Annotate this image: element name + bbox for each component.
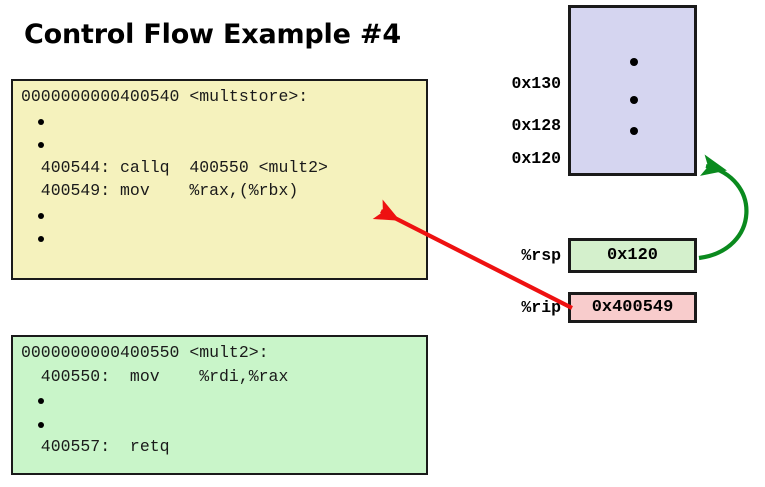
code-line-ellipsis-dot	[13, 412, 426, 436]
stack-address-label-0x130: 0x130	[511, 74, 561, 93]
stack-address-label-0x128: 0x128	[511, 116, 561, 135]
code-line: 400557: retq	[21, 437, 170, 456]
code-line-ellipsis-dot	[13, 203, 426, 227]
stack-ellipsis-dot	[630, 127, 638, 135]
code-line: 400549: mov %rax,(%rbx)	[21, 181, 299, 200]
code-line-ellipsis-dot	[13, 388, 426, 412]
code-line-ellipsis-dot	[13, 226, 426, 250]
register-label-rsp: %rsp	[521, 246, 561, 265]
page-title: Control Flow Example #4	[24, 19, 401, 50]
stack-ellipsis-dot	[630, 58, 638, 66]
register-value-rip: 0x400549	[568, 292, 697, 323]
code-line: 0000000000400550 <mult2>:	[21, 343, 269, 362]
rsp-to-stack-top-arrow	[698, 154, 749, 261]
stack-address-label-0x120: 0x120	[511, 149, 561, 168]
stack-memory-box	[568, 5, 697, 176]
code-block-mult2: 0000000000400550 <mult2>: 400550: mov %r…	[11, 335, 428, 475]
code-block-multstore: 0000000000400540 <multstore>: 400544: ca…	[11, 79, 428, 280]
code-line: 400550: mov %rdi,%rax	[21, 366, 289, 386]
code-line-ellipsis-dot	[13, 132, 426, 156]
code-line: 0000000000400540 <multstore>:	[21, 87, 309, 106]
code-line: 400544: callq 400550 <mult2>	[21, 157, 328, 177]
register-value-rsp: 0x120	[568, 238, 697, 273]
code-line-ellipsis-dot	[13, 109, 426, 133]
register-label-rip: %rip	[521, 298, 561, 317]
stack-ellipsis-dot	[630, 96, 638, 104]
